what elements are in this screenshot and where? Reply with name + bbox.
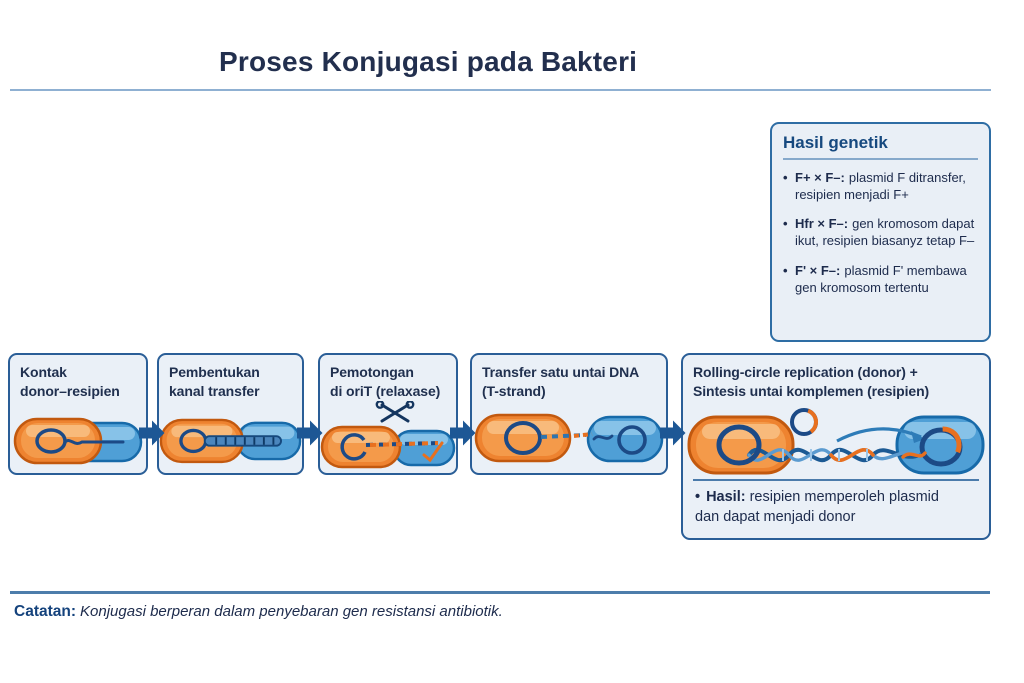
cross-type-label: Hfr × F–: xyxy=(795,216,849,232)
step-label: Pembentukan kanal transfer xyxy=(169,364,260,399)
result-label: Hasil: xyxy=(706,489,746,505)
complement-strand-squiggle xyxy=(901,451,927,459)
genetic-results-panel: Hasil genetik F+ × F–:plasmid F ditransf… xyxy=(770,122,991,342)
scissors-icon xyxy=(375,401,415,423)
cross-result-text: plasmid F ditransfer, resipien menjadi F… xyxy=(795,170,966,203)
results-list: F+ × F–:plasmid F ditransfer, resipien m… xyxy=(783,169,978,296)
recipient-plasmid-orange-arc xyxy=(920,426,962,468)
entering-strand-squiggle xyxy=(592,434,614,441)
orit-cleavage-scissors-illustration-icon xyxy=(320,401,456,469)
footnote-label: Catatan: xyxy=(14,603,77,620)
flow-arrow-icon xyxy=(660,420,686,446)
step-label: Rolling-circle replication (donor) + Sin… xyxy=(693,364,930,399)
footer-rule xyxy=(10,591,990,594)
transfer-channel-tube xyxy=(203,435,282,447)
cross-result-text: gen kromosom dapat ikut, resipien biasan… xyxy=(795,216,975,249)
cross-type-label: F+ × F–: xyxy=(795,170,845,185)
recipient-plasmid-ring xyxy=(617,425,647,455)
pilus-line xyxy=(63,439,125,445)
cross-type-label: F' × F–: xyxy=(795,262,841,278)
step-contact: Kontak donor–resipien xyxy=(8,353,148,475)
rolling-circle-replication-illustration-icon xyxy=(687,408,985,475)
footnote: Catatan:Konjugasi berperan dalam penyeba… xyxy=(14,603,503,621)
results-heading: Hasil genetik xyxy=(783,133,978,160)
step-channel-formation: Pembentukan kanal transfer xyxy=(157,353,304,475)
page-title: Proses Konjugasi pada Bakteri xyxy=(219,46,638,77)
flow-arrow-icon xyxy=(297,420,323,446)
plasmid-ring xyxy=(504,421,542,455)
donor-recipient-contact-illustration-icon xyxy=(13,417,143,465)
list-item: F' × F–:plasmid F' membawa gen kromosom … xyxy=(783,262,978,296)
nicked-plasmid-ring xyxy=(340,433,367,461)
result-text: resipien memperoleh plasmid dan dapat me… xyxy=(695,489,939,525)
incoming-strand-tick xyxy=(422,441,444,463)
t-strand-orange-dashes xyxy=(573,432,593,438)
helix-rungs xyxy=(782,449,868,461)
step-rolling-circle: Rolling-circle replication (donor) + Sin… xyxy=(681,353,991,540)
result-separator xyxy=(693,479,979,481)
transfer-channel-illustration-icon xyxy=(159,418,302,464)
step-result-note: Hasil:resipien memperoleh plasmid dan da… xyxy=(695,488,965,527)
t-strand-transfer-illustration-icon xyxy=(474,413,664,463)
step-t-strand-transfer: Transfer satu untai DNA (T-strand) xyxy=(470,353,668,475)
list-item: F+ × F–:plasmid F ditransfer, resipien m… xyxy=(783,169,978,203)
title-underline xyxy=(10,89,991,91)
flow-arrow-icon xyxy=(139,420,165,446)
new-plasmid-orange-arc xyxy=(790,408,818,436)
cross-result-text: plasmid F' membawa gen kromosom tertentu xyxy=(795,262,967,295)
donor-plasmid-ring xyxy=(716,424,762,466)
step-orit-cleavage: Pemotongan di oriT (relaxase) xyxy=(318,353,458,475)
flow-arrow-icon xyxy=(450,420,476,446)
step-label: Transfer satu untai DNA (T-strand) xyxy=(482,364,640,399)
footnote-text: Konjugasi berperan dalam penyebaran gen … xyxy=(80,603,503,620)
step-label: Pemotongan di oriT (relaxase) xyxy=(330,364,441,399)
list-item: Hfr × F–:gen kromosom dapat ikut, resipi… xyxy=(783,215,978,249)
dna-helix-orange-segment xyxy=(829,448,875,462)
step-label: Kontak donor–resipien xyxy=(20,364,120,399)
t-strand-orange-dashes xyxy=(369,441,439,447)
